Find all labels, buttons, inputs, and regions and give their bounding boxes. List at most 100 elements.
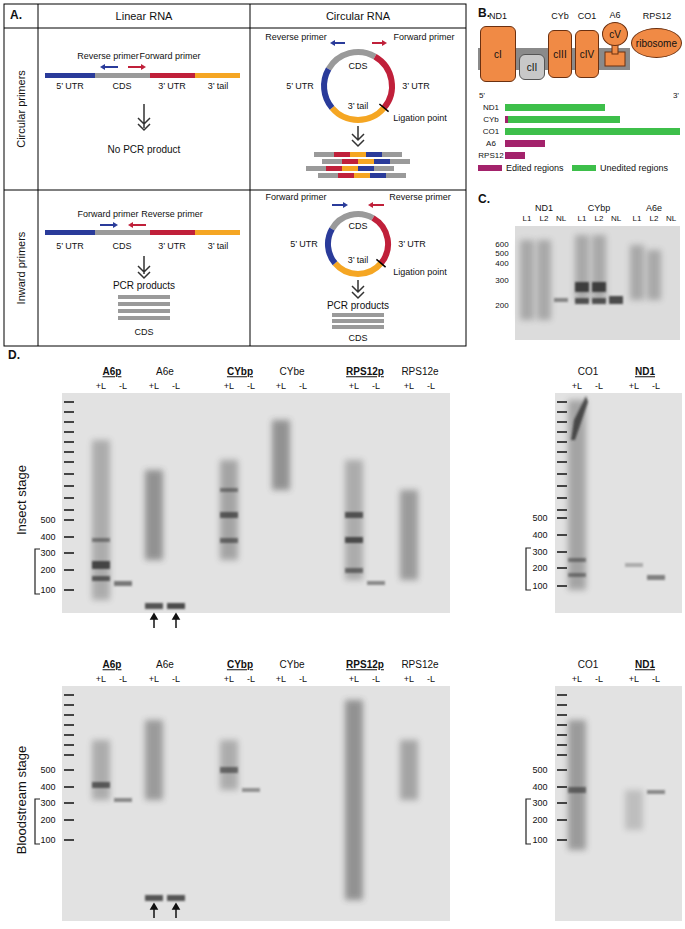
lane-label: -L [172, 674, 180, 684]
pcr-product-bars [358, 166, 374, 171]
gel-image [400, 490, 418, 580]
gel-image [92, 538, 110, 542]
lane-label: +L [572, 674, 582, 684]
legend-swatch [478, 165, 502, 171]
pcr-product-bars [118, 295, 170, 299]
panel-letter: B. [478, 7, 490, 21]
circular-rna [373, 218, 388, 263]
ladder-ticks [64, 402, 74, 590]
transcript-bars [505, 104, 680, 159]
primer-arrow [113, 222, 118, 228]
lane-group-header: RPS12p [346, 366, 384, 378]
lane-label: L2 [595, 214, 604, 223]
size-bracket [35, 548, 531, 844]
complex-name: cII [527, 62, 538, 73]
ladder-size: 600 [495, 240, 508, 249]
pcr-product-bars [374, 159, 390, 164]
figure-label: 3’ tail [208, 241, 229, 251]
figure-label: CDS [348, 333, 367, 343]
pcr-product-bars [358, 159, 374, 164]
lane-label: -L [299, 674, 307, 684]
gel-image [220, 488, 238, 492]
ladder-size: 200 [40, 815, 55, 825]
band-arrow [173, 614, 179, 619]
primer-arrow [131, 224, 146, 226]
pcr-product-bars [382, 152, 402, 157]
gel-image [145, 603, 163, 609]
figure-label: CDS [348, 61, 367, 71]
gel-image [515, 226, 680, 340]
gel-image [345, 568, 363, 573]
lane-label: -L [299, 381, 307, 391]
lane-label: NL [611, 214, 621, 223]
table-grid [4, 190, 466, 191]
lane-label: L2 [650, 214, 659, 223]
lane-group-header: CYbp [227, 366, 253, 378]
panel-letter: A. [10, 9, 22, 23]
gel-image [592, 282, 606, 292]
gel-image [592, 298, 606, 304]
linear-rna [195, 230, 240, 235]
pcr-product-bars [390, 159, 410, 164]
figure-label: 3’ UTR [158, 241, 186, 251]
ladder-size: 400 [532, 782, 547, 792]
lane-label: +L [349, 674, 359, 684]
ladder-size: 200 [40, 565, 55, 575]
figure-label: Reverse primer [389, 192, 451, 202]
gel-image [92, 782, 110, 788]
complex-name: cIV [580, 49, 594, 60]
complex-shape: cV [602, 22, 628, 46]
lane-label: NL [666, 214, 676, 223]
double-arrow [138, 104, 150, 130]
figure-label: Forward primer [77, 209, 138, 219]
stage-label: Insect stage [15, 465, 30, 535]
primer-arrow [141, 64, 146, 70]
ribosome-shape: ribosome [631, 28, 682, 58]
circular-rna [376, 259, 385, 267]
gel-image [571, 396, 588, 440]
gel-image [515, 226, 680, 340]
band-arrow [151, 614, 157, 619]
legend-item: Edited regions [478, 163, 564, 173]
table-grid [38, 4, 39, 346]
gel-image [554, 298, 568, 302]
ladder-ticks [557, 695, 567, 840]
complex-shape: cI [480, 26, 516, 82]
gel-image [92, 561, 110, 569]
gel-image [568, 787, 586, 793]
gel-image [145, 720, 163, 800]
figure-label: 3’ tail [348, 101, 369, 111]
result-text: PCR products [327, 300, 389, 312]
lane-label: +L [572, 381, 582, 391]
row-header: Inward primers [15, 232, 28, 305]
lane-label: -L [595, 674, 603, 684]
linear-rna [95, 230, 150, 235]
primer-arrow [100, 224, 115, 226]
complex-name: cIII [553, 49, 566, 60]
gel-image [62, 686, 450, 921]
figure-label: 5’ UTR [290, 239, 318, 249]
gel-image [220, 767, 238, 773]
band-arrow [151, 904, 157, 909]
pcr-product-bars [118, 316, 170, 320]
complex-name: ribosome [636, 38, 677, 49]
gel-image [220, 460, 238, 560]
primer-arrow [100, 64, 105, 70]
lane-label: L1 [633, 214, 642, 223]
size-bracket [526, 548, 531, 590]
primer-arrow [103, 66, 118, 68]
lane-label: NL [556, 214, 566, 223]
ladder-ticks [557, 402, 567, 586]
lane-label: -L [247, 674, 255, 684]
lane-label: -L [652, 674, 660, 684]
ladder-size: 200 [495, 301, 508, 310]
lane-label: +L [96, 674, 106, 684]
figure-label: RPS12 [643, 11, 672, 21]
gel-image [609, 296, 623, 304]
panel-letter: C. [478, 193, 490, 207]
gel-image [242, 788, 260, 792]
figure-label: Forward primer [265, 192, 326, 202]
table-grid [4, 28, 466, 29]
ladder-size: 500 [532, 765, 547, 775]
pcr-product-bars [354, 173, 370, 178]
